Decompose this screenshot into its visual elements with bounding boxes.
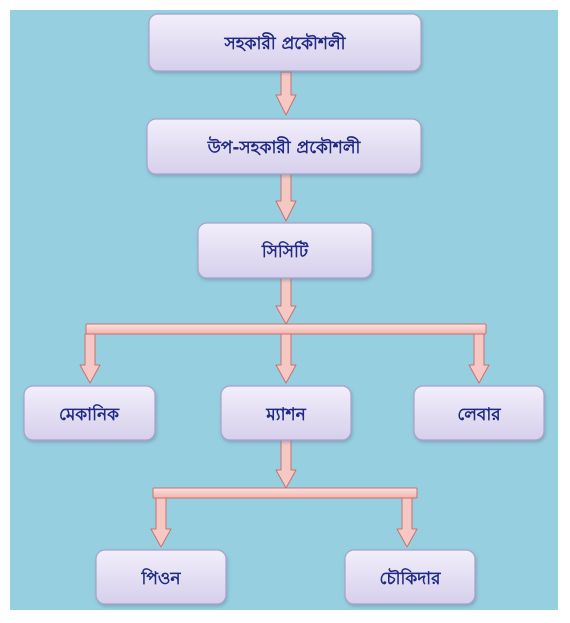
arrow-cc-to-bar <box>275 277 297 325</box>
node-mechanic: মেকানিক <box>23 385 156 441</box>
arrow-top-to-upsohokari <box>275 71 297 116</box>
branch-bar-level4 <box>85 323 487 335</box>
node-label: সহকারী প্রকৌশলী <box>224 32 347 54</box>
node-peon: পিওন <box>95 549 227 605</box>
nodes: সহকারী প্রকৌশলী উপ-সহকারী প্রকৌশলী সিসিট… <box>23 13 545 605</box>
arrow-upsohokari-to-cc <box>275 173 297 222</box>
node-label: উপ-সহকারী প্রকৌশলী <box>207 136 362 158</box>
connectors <box>79 71 490 548</box>
node-label: চৌকিদার <box>380 567 442 589</box>
node-labor: লেবার <box>413 385 545 441</box>
node-label: লেবার <box>457 405 501 425</box>
node-cc: সিসিটি <box>197 222 373 279</box>
arrow-bar-to-mason <box>275 333 297 384</box>
node-label: মেকানিক <box>59 403 120 425</box>
arrow-mason-to-bar <box>275 439 297 489</box>
node-up-sohokari-prokoushali: উপ-সহকারী প্রকৌশলী <box>146 118 422 175</box>
node-label: সিসিটি <box>261 240 309 262</box>
arrow-bar-to-chowkidar <box>396 497 418 548</box>
arrow-bar-to-mechanic <box>79 333 101 384</box>
node-label: পিওন <box>140 567 181 589</box>
arrow-bar-to-peon <box>150 497 172 548</box>
node-sohokari-prokoushali: সহকারী প্রকৌশলী <box>148 13 422 72</box>
node-mason: ম্যাশন <box>220 385 352 441</box>
node-chowkidar: চৌকিদার <box>344 549 476 605</box>
branch-bar-level5 <box>152 487 418 499</box>
arrow-bar-to-labor <box>468 333 490 384</box>
node-label: ম্যাশন <box>265 405 306 425</box>
